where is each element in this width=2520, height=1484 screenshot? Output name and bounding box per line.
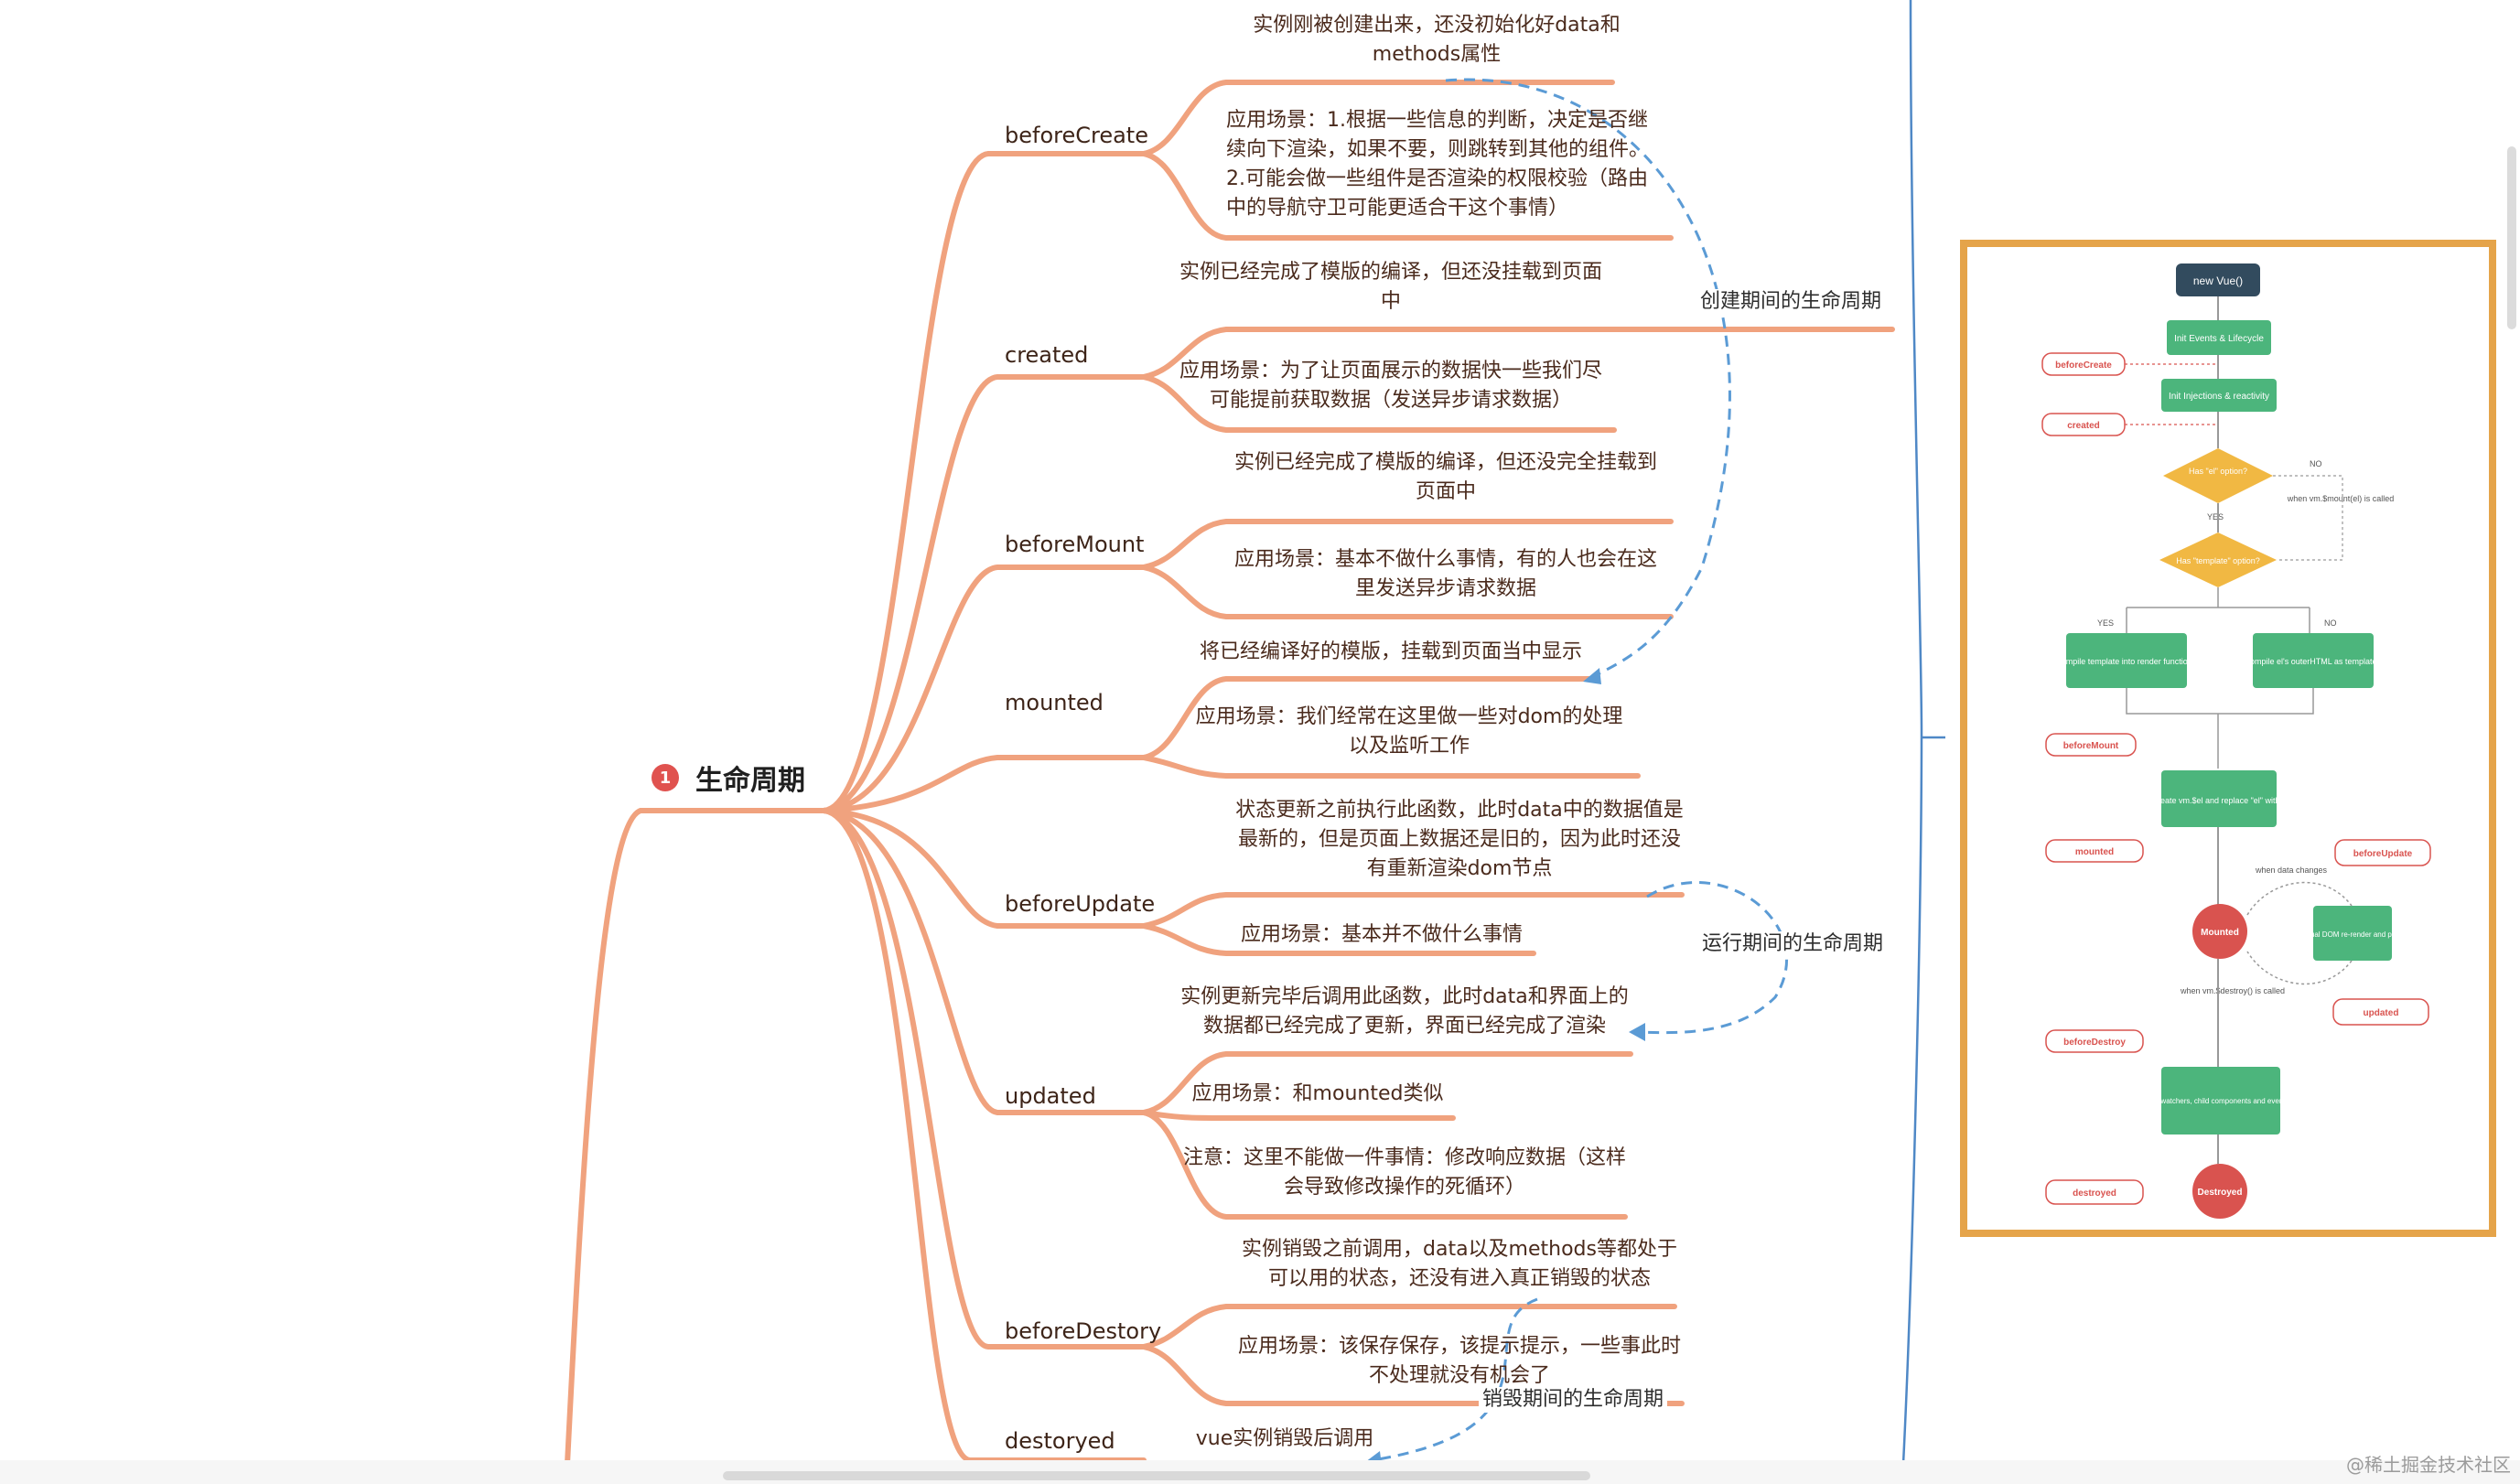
branch-beforedestory[interactable]: beforeDestory (1005, 1318, 1162, 1344)
phase-create-label[interactable]: 创建期间的生命周期 (1696, 289, 1886, 315)
branch-created[interactable]: created (1005, 342, 1089, 368)
note-beforedestory-1[interactable]: 实例销毁之前调用，data以及methods等都处于可以用的状态，还没有进入真正… (1242, 1238, 1677, 1290)
branch-destoryed[interactable]: destoryed (1005, 1428, 1115, 1454)
root-node[interactable]: 1 生命周期 (652, 758, 805, 798)
note-beforecreate-1[interactable]: 实例刚被创建出来，还没初始化好data和methods属性 (1253, 14, 1621, 66)
branch-lines (565, 80, 1895, 1467)
watermark: @稀土掘金技术社区 (2346, 1454, 2511, 1476)
note-updated-1[interactable]: 实例更新完毕后调用此函数，此时data和界面上的数据都已经完成了更新，界面已经完… (1180, 985, 1629, 1038)
note-created-1[interactable]: 实例已经完成了模版的编译，但还没挂载到页面中 (1179, 261, 1602, 313)
branch-beforeupdate[interactable]: beforeUpdate (1005, 891, 1156, 917)
branch-beforecreate[interactable]: beforeCreate (1005, 123, 1148, 148)
note-created-2[interactable]: 应用场景：为了让页面展示的数据快一些我们尽可能提前获取数据（发送异步请求数据） (1179, 360, 1602, 412)
phase-destroy-label[interactable]: 销毁期间的生命周期 (1479, 1387, 1668, 1413)
note-beforedestory-2[interactable]: 应用场景：该保存保存，该提示提示，一些事此时不处理就没有机会了 (1237, 1335, 1681, 1387)
root-badge: 1 (652, 764, 679, 791)
vertical-scrollbar[interactable] (2507, 146, 2516, 329)
root-title: 生命周期 (695, 765, 805, 797)
note-mounted-1[interactable]: 将已经编译好的模版，挂载到页面当中显示 (1199, 640, 1582, 663)
note-mounted-2[interactable]: 应用场景：我们经常在这里做一些对dom的处理以及监听工作 (1195, 705, 1623, 758)
note-beforemount-1[interactable]: 实例已经完成了模版的编译，但还没完全挂载到页面中 (1233, 451, 1657, 503)
separator-line (1901, 0, 1923, 1465)
note-beforemount-2[interactable]: 应用场景：基本不做什么事情，有的人也会在这里发送异步请求数据 (1233, 548, 1657, 600)
note-beforeupdate-2[interactable]: 应用场景：基本并不做什么事情 (1240, 923, 1523, 946)
branch-beforemount[interactable]: beforeMount (1005, 532, 1145, 557)
phase-run-label[interactable]: 运行期间的生命周期 (1698, 931, 1888, 957)
branch-updated[interactable]: updated (1005, 1083, 1096, 1109)
horizontal-scrollbar[interactable] (723, 1471, 1590, 1480)
embedded-image-frame (1960, 240, 2496, 1237)
arrowheads (1365, 668, 1645, 1466)
note-updated-3[interactable]: 注意：这里不能做一件事情：修改响应数据（这样会导致修改操作的死循环） (1182, 1146, 1626, 1199)
note-updated-2[interactable]: 应用场景：和mounted类似 (1191, 1082, 1444, 1105)
note-destoryed-1[interactable]: vue实例销毁后调用 (1195, 1427, 1374, 1450)
note-beforecreate-2[interactable]: 应用场景：1.根据一些信息的判断，决定是否继续向下渲染，如果不要，则跳转到其他的… (1226, 109, 1650, 220)
note-beforeupdate-1[interactable]: 状态更新之前执行此函数，此时data中的数据值是最新的，但是页面上数据还是旧的，… (1235, 799, 1684, 880)
branch-mounted[interactable]: mounted (1005, 690, 1104, 715)
phase-dashed-arrows (1372, 78, 1788, 1462)
